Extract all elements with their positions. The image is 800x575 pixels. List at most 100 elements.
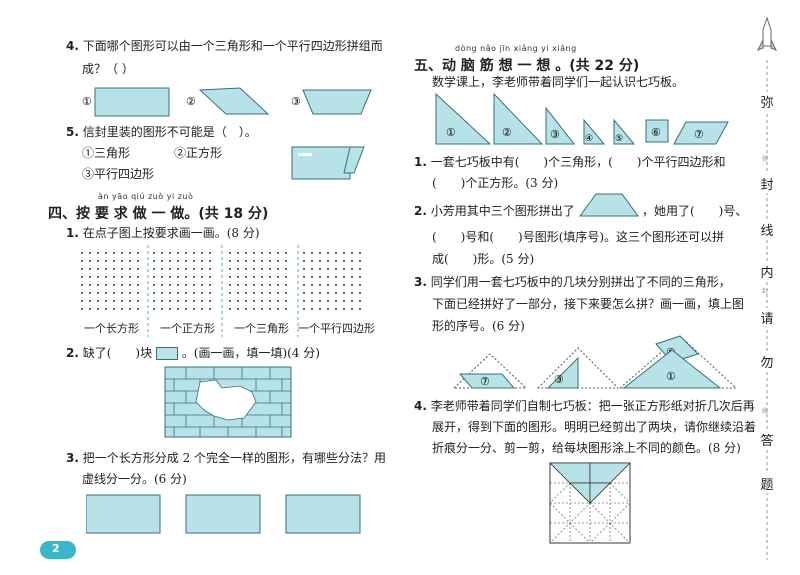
grid-dot <box>245 284 247 286</box>
grid-dot <box>245 308 247 310</box>
section-5-title: 五、动 脑 筋 想 一 想 。(共 22 分) <box>414 58 640 74</box>
grid-dot <box>129 284 131 286</box>
grid-dot <box>209 276 211 278</box>
grid-dot <box>351 252 353 254</box>
piece-3 <box>545 106 576 145</box>
grid-dot <box>277 260 279 262</box>
grid-dot <box>209 268 211 270</box>
question-4-cont: 成？（ ） <box>82 62 134 76</box>
grid-dot <box>359 308 361 310</box>
grid-dot <box>319 292 321 294</box>
grid-dot <box>137 284 139 286</box>
q5-option-3: ③平行四边形 <box>82 167 155 181</box>
grid-dot <box>319 308 321 310</box>
grid-dot <box>161 260 163 262</box>
rectangles-to-divide <box>86 494 361 534</box>
question-text: 一套七巧板中有( )个三角形，( )个平行四边形和 <box>430 155 726 169</box>
piece-5-label: ⑤ <box>615 134 623 144</box>
r-question-2-text2: ，她用了( )号、 <box>642 204 748 218</box>
grid-dot <box>343 300 345 302</box>
grid-dot <box>129 252 131 254</box>
margin-char-4: 内 <box>757 262 777 281</box>
grid-dot <box>229 260 231 262</box>
grid-dot <box>97 268 99 270</box>
question-number: 2. <box>66 346 79 360</box>
puzzle-b-label: ③ <box>554 373 564 386</box>
grid-dot <box>319 284 321 286</box>
grid-dot <box>261 268 263 270</box>
grid-dot <box>237 292 239 294</box>
piece-7-label: ⑦ <box>694 128 704 141</box>
margin-small-1: 弥 <box>762 156 769 163</box>
grid-dot <box>253 252 255 254</box>
grid-dot <box>285 308 287 310</box>
grid-dot <box>161 300 163 302</box>
grid-dot <box>185 276 187 278</box>
grid-dot <box>153 308 155 310</box>
grid-dot <box>285 260 287 262</box>
grid-dot <box>113 292 115 294</box>
grid-dot <box>105 284 107 286</box>
grid-dot <box>97 260 99 262</box>
grid-dot <box>335 284 337 286</box>
margin-small-3: 线 <box>762 408 769 415</box>
piece-2-label: ② <box>502 126 512 139</box>
q4-options-figure: ① ② ③ <box>82 87 372 117</box>
grid-dot <box>245 268 247 270</box>
grid-dot <box>201 260 203 262</box>
grid-dot <box>303 292 305 294</box>
question-text: 在点子图上按要求画一画。(8 分) <box>82 226 260 240</box>
grid-dot <box>185 300 187 302</box>
margin-char-2: 封 <box>757 174 777 193</box>
grid-dot <box>209 252 211 254</box>
grid-dot <box>209 260 211 262</box>
grid-dot <box>327 268 329 270</box>
question-text-2: 。(画一画，填一填)(4 分) <box>181 346 320 360</box>
r-question-2-cont2: 成( )形。(5 分) <box>432 252 535 266</box>
question-text: 李老师带着同学们自制七巧板：把一张正方形纸对折几次后再 <box>430 399 755 413</box>
question-number: 2. <box>414 204 427 218</box>
grid-dot <box>97 300 99 302</box>
grid-dot <box>89 308 91 310</box>
grid-dot <box>153 292 155 294</box>
section-5-pinyin: dòng nǎo jīn xiǎng yi xiǎng <box>455 44 577 53</box>
grid-dot <box>327 300 329 302</box>
grid-dot <box>169 276 171 278</box>
grid-dot <box>129 308 131 310</box>
dot-grid-panel <box>81 245 361 337</box>
r-question-3-cont2: 形的序号。(6 分) <box>432 319 525 333</box>
grid-dot <box>137 268 139 270</box>
intro-text: 数学课上，李老师带着同学们一起认识七巧板。 <box>432 75 685 89</box>
grid-dot <box>89 292 91 294</box>
grid-dot <box>269 292 271 294</box>
rectangle-shape <box>94 87 170 117</box>
grid-dot <box>201 252 203 254</box>
s4-question-2: 2. 缺了( )块 。(画一画，填一填)(4 分) <box>66 346 320 360</box>
piece-4-label: ④ <box>585 134 593 144</box>
grid-dot <box>169 292 171 294</box>
grid-dot <box>327 308 329 310</box>
margin-char-8: 题 <box>757 474 777 493</box>
grid-dot <box>327 284 329 286</box>
grid-dot <box>105 252 107 254</box>
grid-dot <box>137 276 139 278</box>
grid-dot <box>269 252 271 254</box>
grid-dot <box>81 268 83 270</box>
grid-dot <box>229 276 231 278</box>
grid-dot <box>81 276 83 278</box>
grid-dot <box>121 268 123 270</box>
grid-dot <box>359 284 361 286</box>
grid-dot <box>327 292 329 294</box>
grid-dot <box>335 252 337 254</box>
puzzle-c-label-2: ① <box>666 370 676 383</box>
grid-dot <box>343 308 345 310</box>
r-question-3: 3. 同学们用一套七巧板中的几块分别拼出了不同的三角形， <box>414 275 731 289</box>
section-4-title: 四、按 要 求 做 一 做。(共 18 分) <box>48 206 269 222</box>
grid-dot <box>253 308 255 310</box>
question-number: 1. <box>66 226 79 240</box>
grid-dot <box>193 252 195 254</box>
grid-dot <box>169 260 171 262</box>
grid-dot <box>153 276 155 278</box>
trapezoid-shape <box>302 89 372 115</box>
grid-dot <box>105 268 107 270</box>
